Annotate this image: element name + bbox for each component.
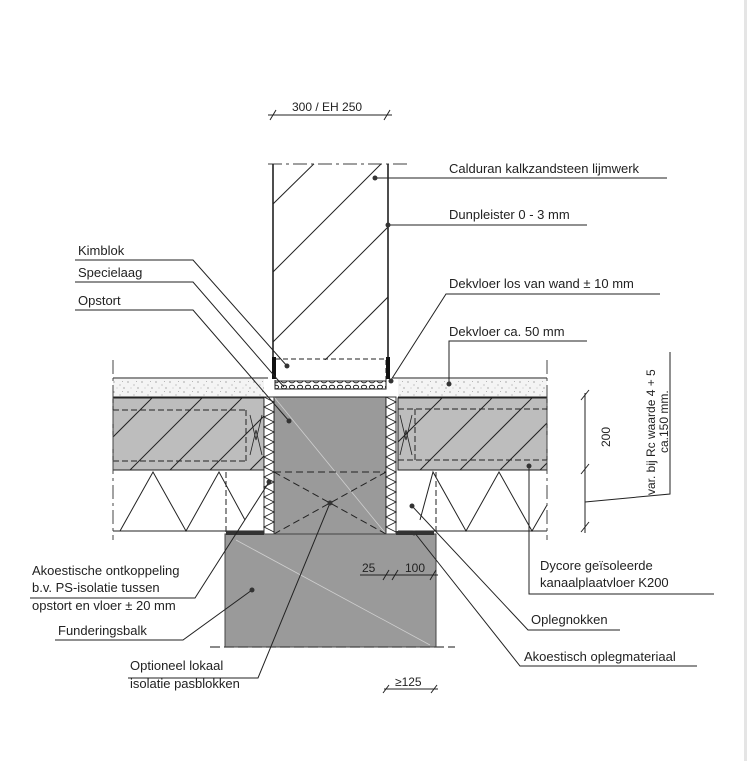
label-ontkoppeling-line1: Akoestische ontkoppeling	[32, 563, 179, 578]
bearing-25-value: 25	[362, 561, 376, 575]
leader-funderingsbalk	[55, 589, 253, 641]
label-funderingsbalk: Funderingsbalk	[58, 623, 147, 638]
leader-dot	[372, 175, 378, 181]
leader-oplegnokken	[411, 505, 620, 631]
label-dunpleister: Dunpleister 0 - 3 mm	[449, 207, 570, 222]
leader-dot	[411, 530, 417, 536]
label-ontkoppeling-line3: opstort en vloer ± 20 mm	[32, 598, 176, 613]
leader-dot	[249, 587, 255, 593]
kimblok	[274, 358, 387, 382]
dekvloer	[113, 377, 547, 398]
leader-dot	[446, 381, 452, 387]
leader-dot	[284, 363, 290, 369]
funderingsbalk	[210, 533, 455, 648]
page-edge	[744, 0, 747, 761]
leader-kimblok	[75, 259, 288, 367]
label-pasblokken-line1: Optioneel lokaal	[130, 658, 223, 673]
var-note-line2: ca.150 mm.	[657, 390, 671, 453]
label-pasblokken-line2: isolatie pasblokken	[130, 676, 240, 691]
leader-opstort	[75, 309, 290, 422]
label-calduran: Calduran kalkzandsteen lijmwerk	[449, 161, 640, 176]
leader-oplegmateriaal	[413, 531, 697, 667]
label-opstort: Opstort	[78, 293, 121, 308]
kanaalplaatvloer-right	[397, 397, 548, 471]
leader-dot	[526, 463, 532, 469]
var-note-line1: var. bij Rc waarde 4 + 5	[644, 369, 658, 495]
leader-dycore	[528, 466, 714, 595]
dimension-wall-thickness	[268, 109, 392, 121]
label-dekvloer-50: Dekvloer ca. 50 mm	[449, 324, 565, 339]
calduran-wall	[268, 163, 408, 378]
leader-dot	[385, 222, 391, 228]
label-dycore-line1: Dycore geïsoleerde	[540, 558, 653, 573]
wall-thickness-value: 300 / EH 250	[292, 100, 362, 114]
bearing-100-value: 100	[405, 561, 425, 575]
dimension-floor-height	[580, 352, 671, 533]
opstort	[273, 396, 387, 535]
leader-dot	[327, 500, 333, 506]
leader-dot	[286, 418, 292, 424]
akoestische-ontkoppeling	[262, 396, 398, 535]
leader-pasblokken	[128, 502, 331, 679]
kimblok-edge-right	[386, 357, 390, 379]
leader-specielaag	[75, 281, 285, 388]
isolatie-onder-vloer	[113, 469, 548, 535]
label-oplegmateriaal: Akoestisch oplegmateriaal	[524, 649, 676, 664]
label-kimblok: Kimblok	[78, 243, 125, 258]
leader-dot	[388, 378, 394, 384]
label-oplegnokken: Oplegnokken	[531, 612, 608, 627]
leader-ontkoppeling	[30, 481, 270, 599]
min-width-value: ≥125	[395, 675, 422, 689]
oplegmateriaal-left	[226, 531, 264, 535]
label-specielaag: Specielaag	[78, 265, 142, 280]
specielaag	[274, 380, 387, 390]
label-dekvloer-los: Dekvloer los van wand ± 10 mm	[449, 276, 634, 291]
label-dycore-line2: kanaalplaatvloer K200	[540, 575, 669, 590]
dimension-bearing	[360, 569, 438, 581]
leader-dot	[409, 503, 415, 509]
kimblok-edge-left	[272, 357, 276, 379]
label-ontkoppeling-line2: b.v. PS-isolatie tussen	[32, 580, 160, 595]
leader-dekvloer-los	[390, 293, 660, 381]
leader-dot	[266, 479, 272, 485]
leader-dekvloer-50	[448, 340, 587, 384]
floor-height-value: 200	[599, 427, 613, 447]
dimension-min-width	[382, 684, 438, 694]
